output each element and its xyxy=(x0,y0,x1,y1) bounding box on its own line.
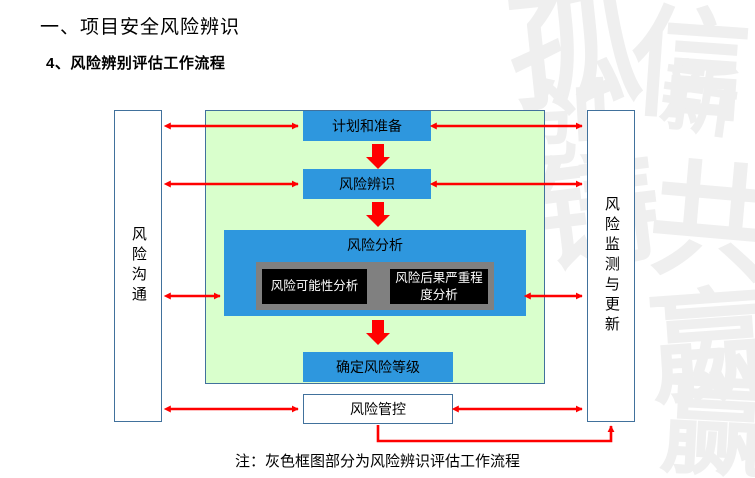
substep-likelihood-analysis[interactable]: 风险可能性分析 xyxy=(262,269,367,304)
step-identify-label: 风险辨识 xyxy=(339,176,395,192)
step-risk-identification[interactable]: 风险辨识 xyxy=(303,169,431,199)
panel-risk-communication[interactable]: 风险沟通 xyxy=(114,110,162,422)
arrow-control-feedback xyxy=(376,425,615,443)
substep-likelihood-label: 风险可能性分析 xyxy=(270,279,359,293)
step-level-label: 确定风险等级 xyxy=(336,359,420,375)
step-risk-control[interactable]: 风险管控 xyxy=(303,394,453,424)
step-analysis-label: 风险分析 xyxy=(347,237,403,253)
panel-left-label: 风险沟通 xyxy=(129,226,147,306)
step-control-label: 风险管控 xyxy=(350,401,406,417)
step-risk-analysis[interactable]: 风险分析 风险可能性分析 风险后果严重程度分析 xyxy=(224,230,526,316)
diagram-caption: 注：灰色框图部分为风险辨识评估工作流程 xyxy=(234,453,520,470)
substep-consequence-label: 风险后果严重程度分析 xyxy=(395,270,483,302)
analysis-inner-panel: 风险可能性分析 风险后果严重程度分析 xyxy=(256,262,494,310)
section-subtitle: 4、风险辨别评估工作流程 xyxy=(46,55,226,72)
substep-consequence-analysis[interactable]: 风险后果严重程度分析 xyxy=(390,269,488,304)
step-plan-and-prepare[interactable]: 计划和准备 xyxy=(303,111,431,141)
panel-right-label: 风险监测与更新 xyxy=(602,196,620,336)
step-determine-risk-level[interactable]: 确定风险等级 xyxy=(303,352,453,382)
page-title: 一、项目安全风险辨识 xyxy=(40,17,241,38)
step-plan-label: 计划和准备 xyxy=(332,118,402,134)
panel-risk-monitoring[interactable]: 风险监测与更新 xyxy=(587,110,635,422)
